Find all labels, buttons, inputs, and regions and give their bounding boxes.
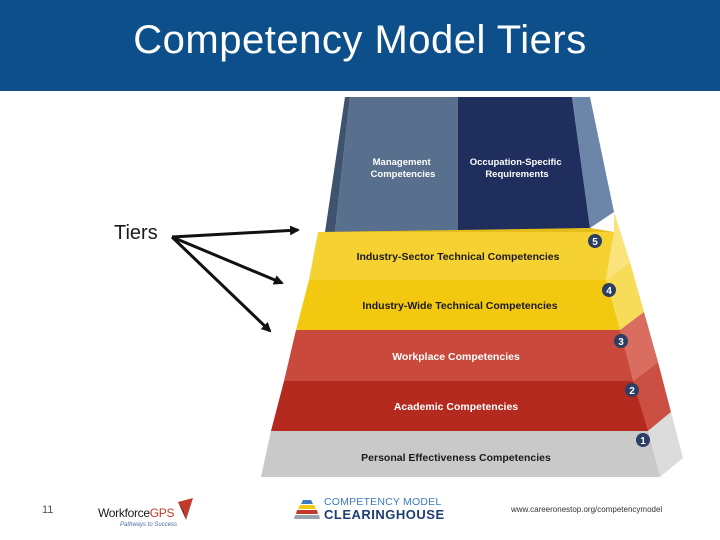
tier-2-number: 2 bbox=[629, 386, 635, 397]
clearinghouse-logo-line1: COMPETENCY MODEL bbox=[324, 496, 442, 508]
clearinghouse-stacked-icon bbox=[294, 500, 320, 519]
tier-4: Industry-Wide Technical Competencies 4 bbox=[296, 262, 644, 330]
tiers-annotation-label: Tiers bbox=[114, 222, 158, 244]
tier-4-badge bbox=[602, 283, 616, 297]
tier-5-label: Industry-Sector Technical Competencies bbox=[357, 251, 560, 263]
management-label-line2: Competencies bbox=[371, 169, 436, 180]
occupation-label-line2: Requirements bbox=[485, 169, 548, 180]
occupation-block bbox=[458, 97, 590, 232]
tier-2-label: Academic Competencies bbox=[394, 401, 518, 413]
workforce-logo-name: WorkforceGPS bbox=[98, 506, 175, 520]
tier-1-badge bbox=[636, 433, 650, 447]
tier-3-number: 3 bbox=[618, 337, 624, 348]
svg-text:Occupation-Specific Requ: Occupation-Specific Requirements bbox=[470, 157, 565, 180]
tier-1-number: 1 bbox=[640, 436, 646, 447]
tier-5: Industry-Sector Technical Competencies 5 bbox=[309, 212, 630, 280]
tier-4-number: 4 bbox=[606, 286, 612, 297]
top-block: Management Competencies Occupation-Speci… bbox=[325, 97, 614, 232]
tier-5-number: 5 bbox=[592, 237, 598, 248]
management-label-line1: Management bbox=[373, 157, 432, 168]
tier-4-label: Industry-Wide Technical Competencies bbox=[362, 300, 557, 312]
svg-text:Management Competencies: Management Competencies bbox=[371, 157, 436, 180]
clearinghouse-logo-line2: CLEARINGHOUSE bbox=[324, 507, 445, 522]
tier-1-label: Personal Effectiveness Competencies bbox=[361, 452, 551, 464]
tier-5-badge bbox=[588, 234, 602, 248]
tier-3-label: Workplace Competencies bbox=[392, 351, 520, 363]
top-block-right-side bbox=[572, 97, 614, 228]
workforce-logo-tagline: Pathways to Success bbox=[120, 522, 178, 528]
tier-1: Personal Effectiveness Competencies 1 bbox=[261, 412, 683, 477]
management-block bbox=[335, 97, 458, 232]
top-block-left-side bbox=[325, 97, 350, 232]
slide-number: 11 bbox=[42, 504, 54, 516]
competency-model-clearinghouse-logo: COMPETENCY MODEL CLEARINGHOUSE bbox=[294, 496, 444, 526]
tier-2-badge bbox=[625, 383, 639, 397]
annotation-arrows bbox=[170, 225, 300, 333]
tier-3: Workplace Competencies 3 bbox=[284, 312, 658, 381]
page-title: Competency Model Tiers bbox=[133, 18, 587, 62]
tier-2: Academic Competencies 2 bbox=[271, 362, 671, 431]
arrow-to-tier-4 bbox=[171, 235, 284, 285]
occupation-label-line1: Occupation-Specific bbox=[470, 157, 562, 168]
workforce-gps-logo: WorkforceGPS Pathways to Success bbox=[98, 498, 198, 534]
source-url[interactable]: www.careeronestop.org/competencymodel bbox=[511, 505, 663, 514]
tier-3-badge bbox=[614, 334, 628, 348]
arrow-to-tier-5 bbox=[171, 225, 300, 239]
title-bar: Competency Model Tiers bbox=[0, 0, 720, 91]
arrow-to-tier-3 bbox=[170, 235, 272, 333]
compass-arrow-icon bbox=[178, 498, 193, 520]
